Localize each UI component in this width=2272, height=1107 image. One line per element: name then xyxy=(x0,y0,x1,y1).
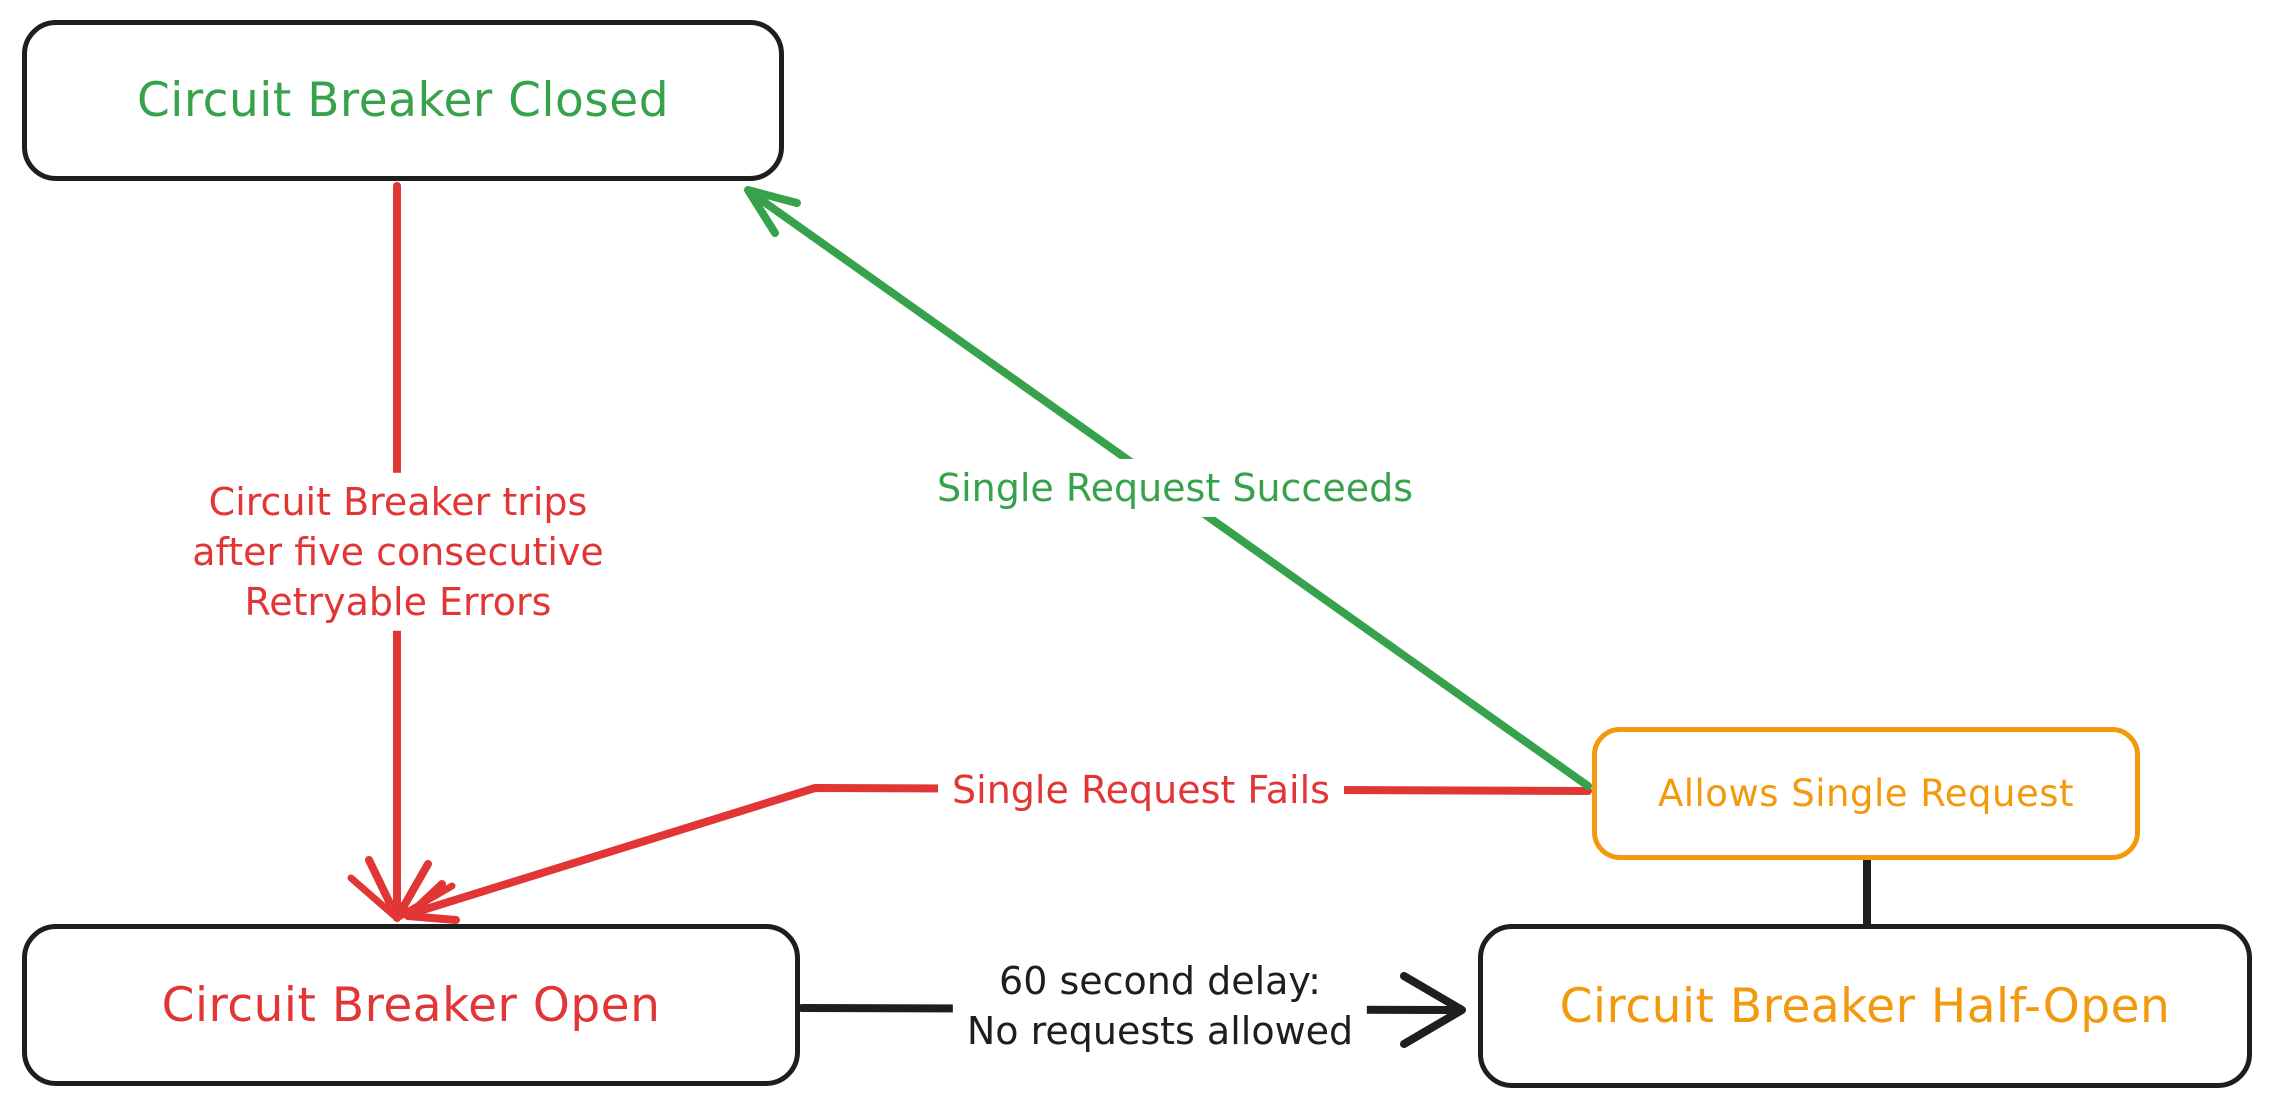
edge-label-success: Single Request Succeeds xyxy=(922,458,1428,518)
edge-label-delay-line-1: 60 second delay: xyxy=(999,958,1321,1003)
arrowhead-upleft-icon xyxy=(744,186,801,237)
state-node-circuit-breaker-open: Circuit Breaker Open xyxy=(22,924,800,1086)
edge-label-trip-line-2: after five consecutive xyxy=(192,529,604,574)
edge-label-fail: Single Request Fails xyxy=(938,760,1344,820)
edge-label-trip-line-3: Retryable Errors xyxy=(244,580,552,625)
edge-label-delay: 60 second delay: No requests allowed xyxy=(952,951,1368,1061)
state-label-closed: Circuit Breaker Closed xyxy=(136,73,670,128)
state-label-half-open: Circuit Breaker Half-Open xyxy=(1559,978,2171,1034)
edge-label-trip-line-1: Circuit Breaker trips xyxy=(208,479,588,524)
edge-label-delay-line-2: No requests allowed xyxy=(966,1009,1354,1053)
state-node-circuit-breaker-closed: Circuit Breaker Closed xyxy=(22,20,784,181)
arrowhead-downleft-icon xyxy=(404,880,460,924)
state-node-circuit-breaker-half-open: Circuit Breaker Half-Open xyxy=(1478,924,2252,1088)
edge-label-trip: Circuit Breaker trips after five consecu… xyxy=(178,472,618,632)
state-label-open: Circuit Breaker Open xyxy=(161,977,661,1033)
arrowhead-right-icon xyxy=(1400,972,1466,1048)
state-node-allows-single-request: Allows Single Request xyxy=(1592,727,2140,860)
state-label-allows-single-request: Allows Single Request xyxy=(1657,772,2075,815)
